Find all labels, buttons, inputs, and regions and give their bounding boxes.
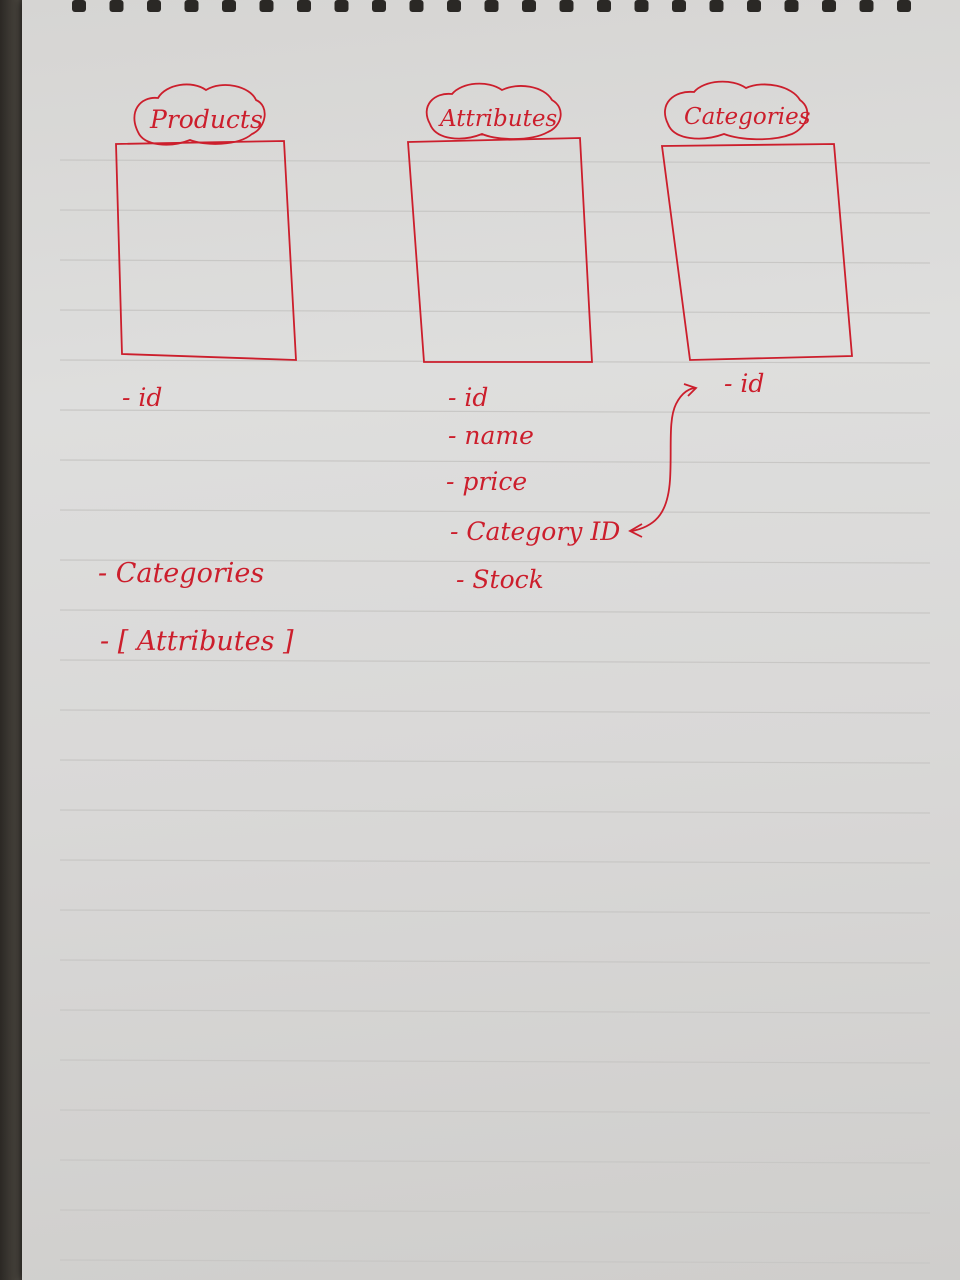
spiral-hole <box>672 0 686 12</box>
categories-field-id: - id <box>724 369 764 398</box>
relationship-curve <box>631 387 697 532</box>
spiral-hole <box>222 0 236 12</box>
attributes-box <box>407 137 593 363</box>
categories-title-cloud <box>664 80 809 141</box>
spiral-hole <box>709 0 724 12</box>
attributes-field-id: - id <box>448 383 488 412</box>
rule-line <box>59 509 931 514</box>
attributes-title: Attributes <box>438 106 557 132</box>
products-field-id: - id <box>122 383 162 412</box>
products-title-cloud <box>133 83 266 146</box>
spiral-hole <box>559 0 574 12</box>
rule-line <box>59 709 931 714</box>
relationship-arrow <box>628 383 698 538</box>
products-relation-categories: - Categories <box>98 558 264 589</box>
spiral-binding <box>72 0 911 12</box>
attributes-field-category-id: - Category ID <box>450 517 620 546</box>
arrowhead-categories <box>683 383 698 397</box>
spiral-hole <box>484 0 499 12</box>
products-relation-attributes: - [ Attributes ] <box>100 626 294 657</box>
entity-categories: Categories - id <box>660 80 853 398</box>
rule-line <box>59 909 931 914</box>
attributes-title-cloud <box>425 82 562 140</box>
rule-line <box>59 1109 931 1114</box>
spiral-hole <box>147 0 161 12</box>
rule-line <box>59 759 931 764</box>
ruled-lines <box>59 159 931 1264</box>
spiral-hole <box>334 0 349 12</box>
spiral-hole <box>447 0 461 12</box>
rule-line <box>59 409 931 414</box>
attributes-field-name: - name <box>448 421 534 450</box>
rule-line <box>59 859 931 864</box>
spiral-hole <box>297 0 311 12</box>
entity-attributes: Attributes - id - name - price - Categor… <box>407 82 620 594</box>
spiral-hole <box>822 0 836 12</box>
products-title: Products <box>149 105 263 134</box>
products-box <box>115 140 297 361</box>
rule-line <box>59 1159 931 1164</box>
rule-line <box>59 959 931 964</box>
rule-line <box>59 459 931 464</box>
spiral-hole <box>409 0 424 12</box>
spiral-hole <box>259 0 274 12</box>
arrowhead-category-id <box>628 523 643 538</box>
spiral-hole <box>597 0 611 12</box>
rule-line <box>59 159 931 164</box>
spiral-hole <box>897 0 911 12</box>
spiral-hole <box>634 0 649 12</box>
entity-products: Products - id - Categories - [ Attribute… <box>98 83 297 657</box>
rule-line <box>59 1009 931 1014</box>
rule-line <box>59 559 931 564</box>
categories-box <box>660 143 853 361</box>
attributes-field-stock: - Stock <box>456 565 544 594</box>
rule-line <box>59 1059 931 1064</box>
spiral-hole <box>522 0 536 12</box>
rule-line <box>59 609 931 614</box>
spiral-hole <box>372 0 386 12</box>
spiral-hole <box>747 0 761 12</box>
rule-line <box>59 259 931 264</box>
rule-line <box>59 309 931 314</box>
rule-line <box>59 809 931 814</box>
categories-title: Categories <box>684 104 811 130</box>
spiral-hole <box>859 0 874 12</box>
rule-line <box>59 1259 931 1264</box>
spiral-hole <box>184 0 199 12</box>
rule-line <box>59 1209 931 1214</box>
rule-line <box>59 659 931 664</box>
spiral-hole <box>109 0 124 12</box>
spiral-hole <box>72 0 86 12</box>
attributes-field-price: - price <box>446 467 527 496</box>
notebook-page <box>22 0 960 1280</box>
spiral-hole <box>784 0 799 12</box>
rule-line <box>59 209 931 214</box>
